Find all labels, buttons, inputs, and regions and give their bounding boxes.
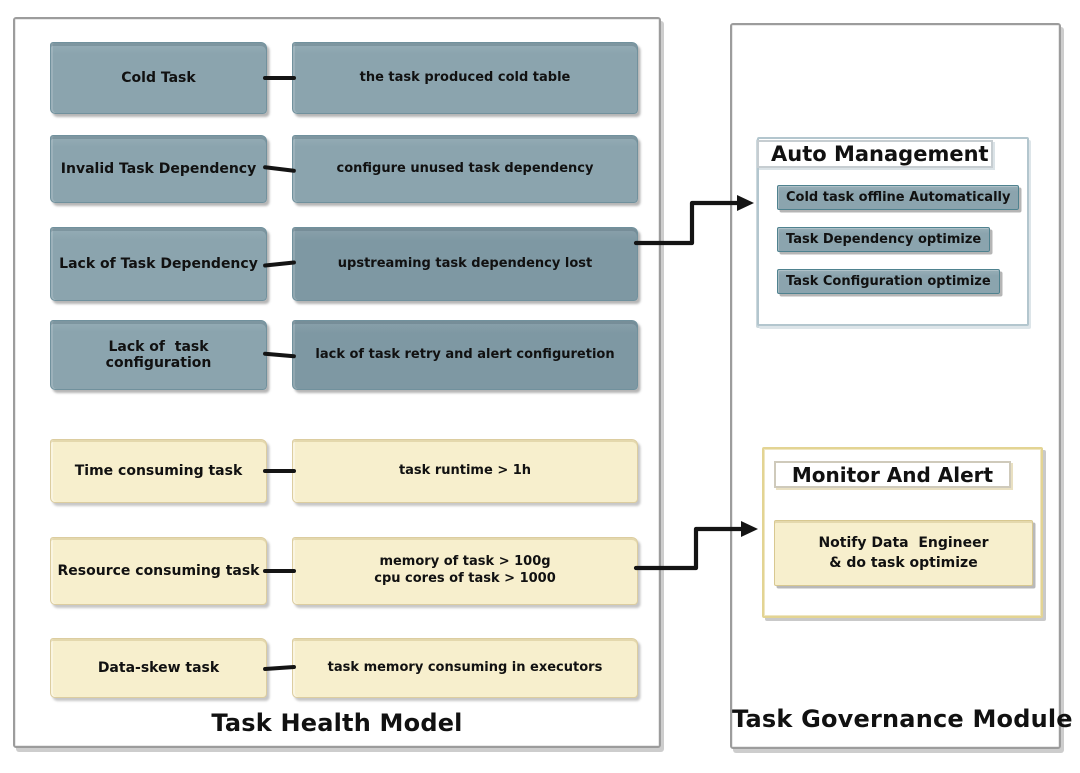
task-type-label: Lack of Task Dependency bbox=[59, 256, 258, 272]
row-connector-line bbox=[267, 227, 292, 301]
task-detail-label: the task produced cold table bbox=[359, 69, 571, 85]
auto-management-header: Auto Management bbox=[757, 140, 993, 168]
task-health-model-panel: Cold Task the task produced cold table I… bbox=[13, 17, 661, 748]
task-type-label: Cold Task bbox=[121, 70, 196, 86]
task-detail-label: task runtime > 1h bbox=[398, 462, 532, 478]
task-type-box: Data-skew task bbox=[50, 638, 267, 698]
health-rule-row: Cold Task the task produced cold table bbox=[50, 42, 638, 114]
task-type-label: Lack of task configuration bbox=[105, 339, 214, 371]
task-detail-box: upstreaming task dependency lost bbox=[292, 227, 638, 301]
task-type-box: Cold Task bbox=[50, 42, 267, 114]
task-detail-label: configure unused task dependency bbox=[336, 160, 594, 176]
task-detail-box: the task produced cold table bbox=[292, 42, 638, 114]
task-detail-box: task memory consuming in executors bbox=[292, 638, 638, 698]
monitor-and-alert-header: Monitor And Alert bbox=[774, 461, 1011, 488]
task-type-label: Resource consuming task bbox=[57, 563, 260, 579]
health-rule-row: Resource consuming task memory of task >… bbox=[50, 537, 638, 605]
right-panel-title: Task Governance Module bbox=[732, 705, 1073, 733]
monitor-and-alert-group: Monitor And Alert Notify Data Engineer &… bbox=[762, 447, 1043, 618]
row-connector-line bbox=[263, 42, 296, 114]
task-governance-panel: Auto Management Cold task offline Automa… bbox=[730, 23, 1073, 749]
task-type-box: Resource consuming task bbox=[50, 537, 267, 605]
health-rule-row: Lack of Task Dependency upstreaming task… bbox=[50, 227, 638, 301]
task-type-label: Time consuming task bbox=[74, 463, 243, 479]
task-type-label: Invalid Task Dependency bbox=[60, 161, 257, 177]
notify-engineer-box: Notify Data Engineer & do task optimize bbox=[774, 520, 1033, 586]
health-rule-row: Data-skew task task memory consuming in … bbox=[50, 638, 638, 698]
left-panel-title: Task Health Model bbox=[211, 709, 463, 737]
task-detail-label: memory of task > 100g cpu cores of task … bbox=[374, 554, 556, 586]
health-rule-row: Invalid Task Dependency configure unused… bbox=[50, 135, 638, 203]
health-rule-row: Time consuming task task runtime > 1h bbox=[50, 439, 638, 503]
row-connector-line bbox=[263, 439, 296, 503]
task-detail-box: lack of task retry and alert configureti… bbox=[292, 320, 638, 390]
task-detail-label: task memory consuming in executors bbox=[327, 659, 603, 675]
notify-engineer-label: Notify Data Engineer & do task optimize bbox=[818, 534, 989, 571]
auto-management-item: Task Dependency optimize bbox=[777, 227, 991, 252]
row-connector-line bbox=[267, 638, 292, 698]
task-detail-box: configure unused task dependency bbox=[292, 135, 638, 203]
auto-management-group: Auto Management Cold task offline Automa… bbox=[757, 137, 1029, 326]
task-detail-box: task runtime > 1h bbox=[292, 439, 638, 503]
task-type-box: Lack of task configuration bbox=[50, 320, 267, 390]
task-detail-label: lack of task retry and alert configureti… bbox=[315, 346, 615, 362]
task-type-box: Invalid Task Dependency bbox=[50, 135, 267, 203]
task-type-label: Data-skew task bbox=[97, 660, 220, 676]
row-connector-line bbox=[267, 135, 292, 203]
row-connector-line bbox=[267, 320, 292, 390]
health-rule-row: Lack of task configuration lack of task … bbox=[50, 320, 638, 390]
task-detail-label: upstreaming task dependency lost bbox=[337, 255, 593, 271]
auto-management-item: Task Configuration optimize bbox=[777, 269, 1000, 294]
task-type-box: Time consuming task bbox=[50, 439, 267, 503]
auto-management-item: Cold task offline Automatically bbox=[777, 185, 1020, 210]
row-connector-line bbox=[263, 537, 296, 605]
task-type-box: Lack of Task Dependency bbox=[50, 227, 267, 301]
task-detail-box: memory of task > 100g cpu cores of task … bbox=[292, 537, 638, 605]
